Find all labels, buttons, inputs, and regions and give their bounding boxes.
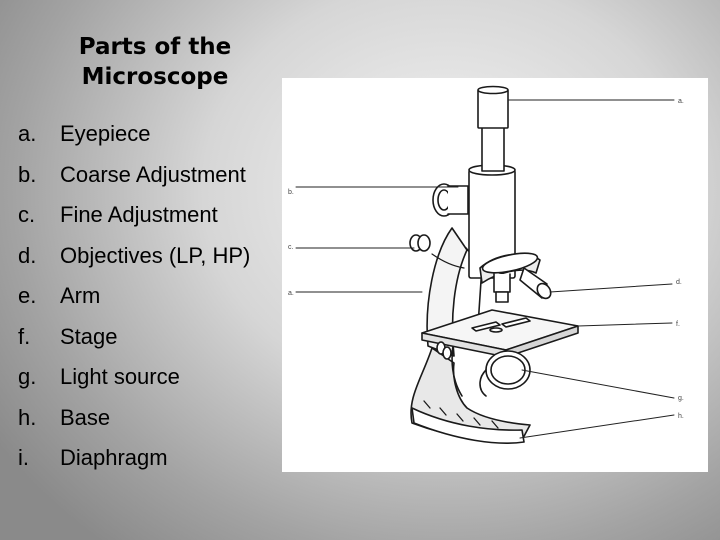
list-item-letter: b.: [18, 161, 37, 187]
list-item-letter: h.: [18, 404, 37, 430]
fine-adjustment-knob: [409, 234, 431, 252]
list-item: g. Light source: [18, 361, 250, 402]
list-item-label: Coarse Adjustment: [60, 161, 246, 187]
list-item: f. Stage: [18, 321, 250, 362]
list-item-label: Arm: [60, 283, 101, 308]
microscope-diagram-panel: a. b. c. a. d. f. g. h.: [282, 78, 708, 472]
list-item-label: Fine Adjustment: [60, 202, 218, 227]
eyepiece-shape: [481, 124, 505, 172]
eyepiece-top: [477, 89, 509, 129]
coarse-adjustment-knob: [432, 183, 469, 217]
diagram-label-g: g.: [678, 395, 684, 402]
stage-shape: [421, 309, 579, 358]
list-item-label: Diaphragm: [60, 445, 168, 470]
body-tube: [468, 85, 516, 279]
parts-list: a. Eyepiece b. Coarse Adjustment c. Fine Ad…: [18, 118, 250, 483]
list-item: d. Objectives (LP, HP): [18, 240, 250, 281]
list-item-letter: i.: [18, 445, 29, 470]
diagram-label-f: f.: [676, 321, 680, 328]
list-item: b. Coarse Adjustment: [18, 159, 250, 200]
list-item-label: Stage: [60, 323, 118, 349]
list-item-label: Eyepiece: [60, 121, 151, 146]
diagram-label-h: h.: [678, 413, 684, 420]
diagram-label-a-right: a.: [678, 98, 684, 105]
list-item-label: Light source: [60, 364, 180, 389]
list-item-letter: e.: [18, 283, 37, 308]
diagram-label-b: b.: [288, 189, 294, 196]
leader-lines: [295, 99, 675, 439]
list-item-label: Objectives (LP, HP): [60, 242, 251, 268]
slide-title-line-1: Parts of the: [78, 34, 232, 60]
list-item: e. Arm: [18, 280, 250, 321]
microscope-diagram: a. b. c. a. d. f. g. h.: [288, 85, 684, 444]
list-item-label: Base: [60, 404, 111, 430]
list-item: a. Eyepiece: [18, 118, 250, 159]
slide-title-line-2: Microscope: [81, 64, 229, 90]
list-item: i. Diaphragm: [18, 442, 250, 483]
diagram-label-a-left: a.: [288, 290, 294, 297]
list-item-letter: f.: [18, 323, 31, 349]
list-item: h. Base: [18, 402, 250, 443]
list-item-letter: d.: [18, 242, 37, 268]
light-source-shape: [479, 350, 531, 397]
base-shape: [410, 347, 531, 444]
diagram-label-c: c.: [288, 244, 294, 251]
list-item-letter: a.: [18, 121, 37, 146]
list-item-letter: c.: [18, 202, 36, 227]
list-item: c. Fine Adjustment: [18, 199, 250, 240]
objectives-shape: [479, 252, 552, 303]
diagram-label-d: d.: [676, 279, 682, 286]
list-item-letter: g.: [18, 364, 37, 389]
stage-knob: [436, 341, 452, 360]
slide-title: Parts of the Microscope: [0, 32, 310, 92]
